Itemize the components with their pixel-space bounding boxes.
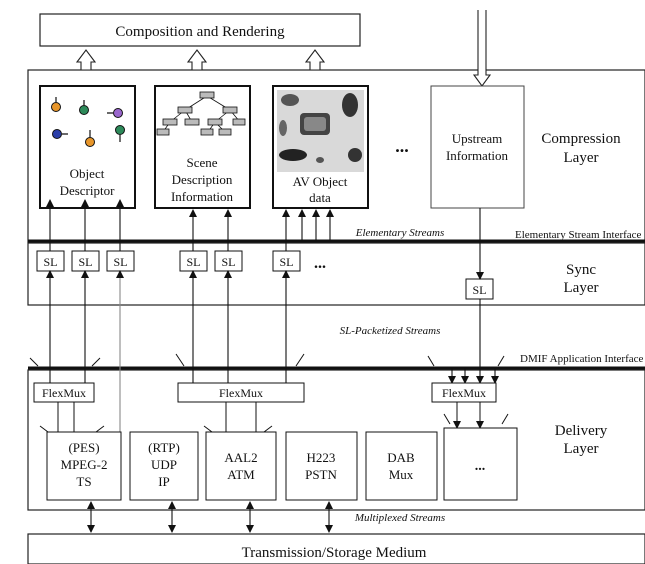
scene-label-2: Description bbox=[172, 172, 233, 187]
bidirectional-arrows bbox=[87, 501, 333, 533]
sl-label-3: SL bbox=[113, 255, 127, 269]
transport-label-dab-1: DAB bbox=[387, 450, 415, 465]
transport-boxes: (PES) MPEG-2 TS (RTP) UDP IP AAL2 ATM H2… bbox=[46, 427, 518, 501]
object-descriptor-icon bbox=[51, 97, 125, 147]
object-descriptor-label-2: Descriptor bbox=[60, 183, 116, 198]
sl-label-5: SL bbox=[221, 255, 235, 269]
dmif-label: DMIF Application Interface bbox=[520, 353, 644, 365]
transport-label-dab-2: Mux bbox=[389, 467, 414, 482]
multiplexed-streams-label: Multiplexed Streams bbox=[354, 512, 445, 524]
flexmux-label-2: FlexMux bbox=[219, 386, 263, 400]
transport-box-pstn bbox=[285, 431, 358, 501]
av-object-label-2: data bbox=[309, 190, 331, 205]
sl-label-4: SL bbox=[186, 255, 200, 269]
av-object-texture bbox=[277, 90, 364, 172]
upstream-label-2: Information bbox=[446, 148, 509, 163]
av-object-label-1: AV Object bbox=[293, 174, 348, 189]
sl-label-7: SL bbox=[472, 283, 486, 297]
hollow-arrow-down-upstream bbox=[472, 10, 492, 87]
flexmux-label-3: FlexMux bbox=[442, 386, 486, 400]
delivery-layer-label-2: Layer bbox=[564, 441, 599, 457]
delivery-layer-label-1: Delivery bbox=[555, 423, 608, 439]
transport-label-mpeg2-3: TS bbox=[76, 474, 91, 489]
medium-label: Transmission/Storage Medium bbox=[242, 545, 427, 561]
sl-to-compression-arrows bbox=[46, 199, 484, 280]
dmif-tick-marks bbox=[29, 353, 505, 367]
scene-tree-icon bbox=[156, 91, 246, 136]
elementary-stream-interface-label: Elementary Stream Interface bbox=[515, 229, 642, 241]
sync-layer-label-2: Layer bbox=[564, 280, 599, 296]
upstream-label-1: Upstream bbox=[452, 131, 503, 146]
transport-box-dab bbox=[365, 431, 438, 501]
transport-label-ip-2: UDP bbox=[151, 457, 177, 472]
sl-label-1: SL bbox=[43, 255, 57, 269]
composition-box bbox=[39, 13, 361, 47]
sync-layer-label-1: Sync bbox=[566, 262, 596, 278]
hollow-arrow-up-2 bbox=[186, 49, 208, 71]
sl-label-2: SL bbox=[78, 255, 92, 269]
compression-ellipsis: ... bbox=[395, 136, 409, 156]
transport-label-mpeg2-1: (PES) bbox=[68, 440, 99, 455]
transport-box-atm bbox=[205, 431, 277, 501]
transport-label-pstn-1: H223 bbox=[307, 450, 336, 465]
transport-box-more bbox=[443, 427, 518, 501]
medium-region bbox=[27, 533, 645, 564]
flexmux-box-1 bbox=[33, 382, 95, 403]
transport-label-mpeg2-2: MPEG-2 bbox=[61, 457, 108, 472]
transport-label-more: ... bbox=[475, 459, 486, 474]
scene-description-box bbox=[154, 85, 251, 209]
transport-label-pstn-2: PSTN bbox=[305, 467, 337, 482]
sync-ellipsis: ... bbox=[314, 255, 326, 272]
sl-label-6: SL bbox=[279, 255, 293, 269]
transport-label-atm-1: AAL2 bbox=[224, 450, 257, 465]
scene-label-3: Information bbox=[171, 189, 234, 204]
transport-label-ip-1: (RTP) bbox=[148, 440, 180, 455]
sl-boxes: SL SL SL SL SL SL SL bbox=[36, 250, 494, 300]
transport-label-atm-2: ATM bbox=[227, 467, 255, 482]
flexmux-label-1: FlexMux bbox=[42, 386, 86, 400]
hollow-arrow-up-1 bbox=[75, 49, 97, 71]
sl-to-delivery-lines bbox=[46, 270, 499, 432]
compression-layer-label-2: Layer bbox=[564, 150, 599, 166]
transport-box-ip bbox=[129, 431, 199, 501]
flexmux-box-3 bbox=[431, 382, 497, 403]
transport-label-ip-3: IP bbox=[158, 474, 170, 489]
sl-packetized-label: SL-Packetized Streams bbox=[340, 325, 441, 337]
hollow-arrow-up-3 bbox=[304, 49, 326, 71]
scene-label-1: Scene bbox=[186, 155, 217, 170]
flexmux-to-transport-lines bbox=[39, 402, 509, 433]
transport-box-mpeg2 bbox=[46, 431, 122, 501]
flexmux-box-2 bbox=[177, 382, 305, 403]
compression-layer-label-1: Compression bbox=[541, 131, 621, 147]
composition-label: Composition and Rendering bbox=[115, 24, 285, 40]
upstream-info-box bbox=[430, 85, 525, 209]
object-descriptor-box bbox=[39, 85, 136, 209]
object-descriptor-label-1: Object bbox=[70, 166, 105, 181]
elementary-streams-label: Elementary Streams bbox=[355, 227, 445, 239]
